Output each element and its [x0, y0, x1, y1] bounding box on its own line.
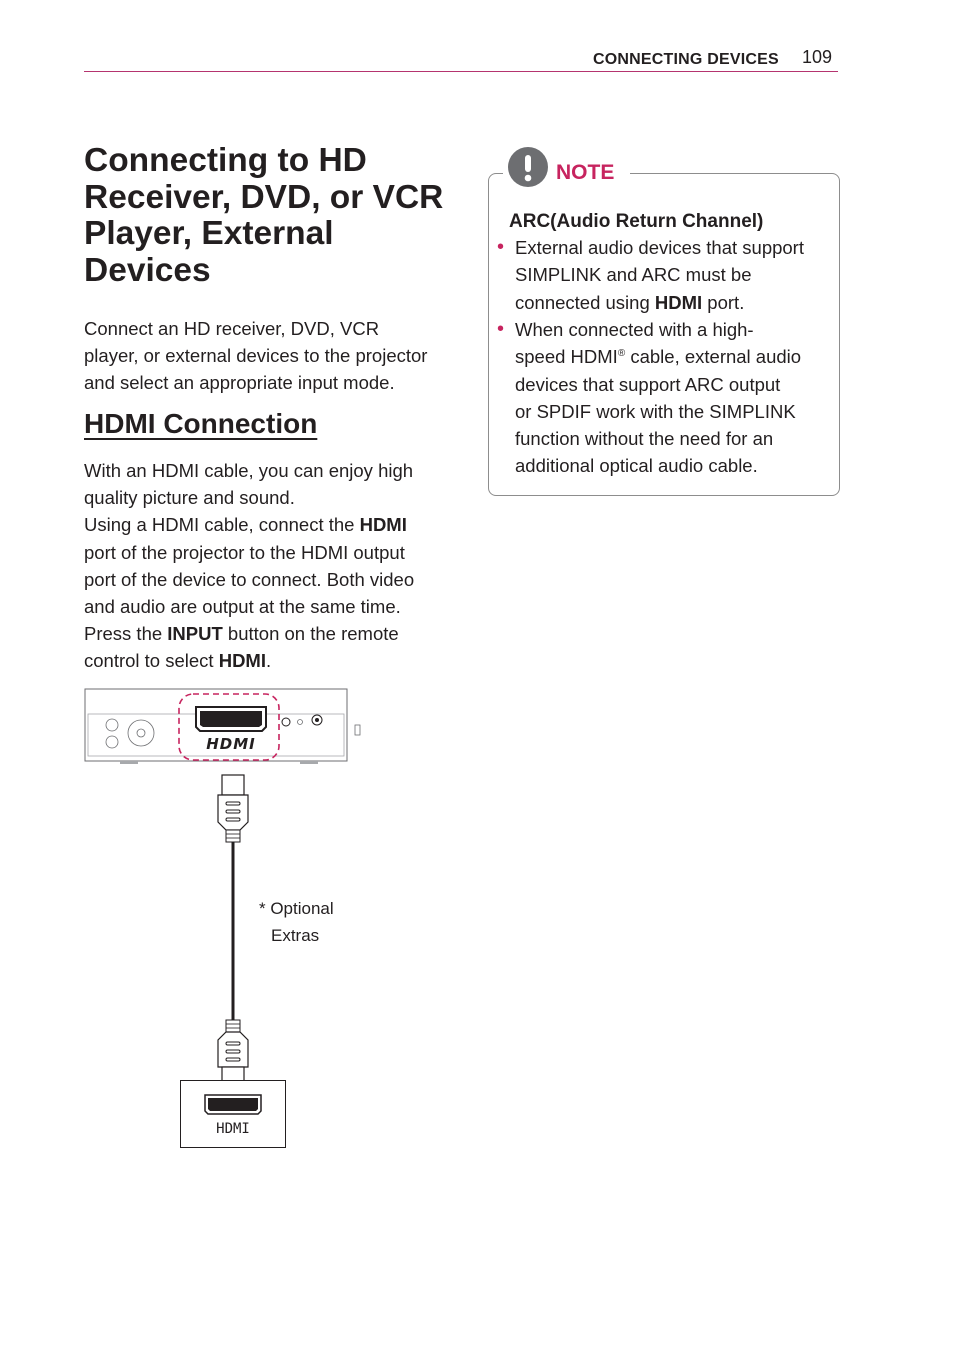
running-header-section: CONNECTING DEVICES — [593, 51, 779, 68]
intro-line: Connect an HD receiver, DVD, VCR — [84, 318, 380, 339]
note-bullet-1: External audio devices that support SIMP… — [515, 234, 830, 316]
intro-line: player, or external devices to the proje… — [84, 345, 428, 367]
intro-paragraph: Connect an HD receiver, DVD, VCR player,… — [84, 315, 454, 397]
header-divider — [84, 71, 838, 72]
intro-line: and select an appropriate input mode. — [84, 372, 395, 394]
hdmi-highlight — [178, 693, 280, 761]
instruction-line: Press the INPUT button on the remote — [84, 623, 399, 645]
instruction-line: Using a HDMI cable, connect the HDMI — [84, 514, 407, 536]
optional-line: Extras — [271, 926, 320, 945]
hdmi-instructions: With an HDMI cable, you can enjoy high q… — [84, 457, 454, 675]
instruction-line: port of the device to connect. Both vide… — [84, 568, 415, 590]
hdmi-port-icon — [204, 1094, 262, 1115]
note-box — [488, 173, 840, 496]
note-line: External audio devices that support — [515, 237, 804, 258]
hdmi-cable — [217, 774, 249, 1088]
bullet-dot: • — [497, 236, 505, 258]
hdmi-port-logo: HDMI — [206, 735, 256, 753]
note-label: NOTE — [556, 161, 615, 184]
page-number: 109 — [802, 47, 833, 67]
note-line: SIMPLINK and ARC must be — [515, 264, 752, 286]
note-border-gap — [503, 168, 630, 178]
page-title: Connecting to HD Receiver, DVD, or VCR P… — [84, 142, 444, 289]
instruction-line: With an HDMI cable, you can enjoy high — [84, 460, 414, 481]
hdmi-connection-heading: HDMI Connection — [84, 408, 318, 439]
note-line: devices that support ARC output — [515, 373, 781, 395]
note-bullet-2: When connected with a high- speed HDMI® … — [515, 316, 830, 480]
instruction-line: quality picture and sound. — [84, 487, 295, 509]
instruction-line: control to select HDMI. — [84, 650, 272, 672]
instruction-line: and audio are output at the same time. — [84, 596, 401, 618]
external-device-port: HDMI — [180, 1080, 286, 1148]
exclamation-icon — [508, 147, 548, 187]
note-heading: ARC(Audio Return Channel) — [509, 211, 764, 232]
note-line: or SPDIF work with the SIMPLINK — [515, 400, 796, 422]
bullet-dot: • — [497, 318, 505, 340]
note-line: function without the need for an — [515, 428, 774, 450]
note-line: speed HDMI® cable, external audio — [515, 346, 802, 368]
optional-line: * Optional — [259, 899, 334, 918]
note-line: additional optical audio cable. — [515, 455, 758, 477]
note-line: When connected with a high- — [515, 319, 754, 340]
instruction-line: port of the projector to the HDMI output — [84, 541, 405, 563]
optional-extras-note: * Optional Extras — [259, 895, 334, 949]
note-line: connected using HDMI port. — [515, 291, 745, 313]
device-port-label: HDMI — [216, 1121, 250, 1137]
